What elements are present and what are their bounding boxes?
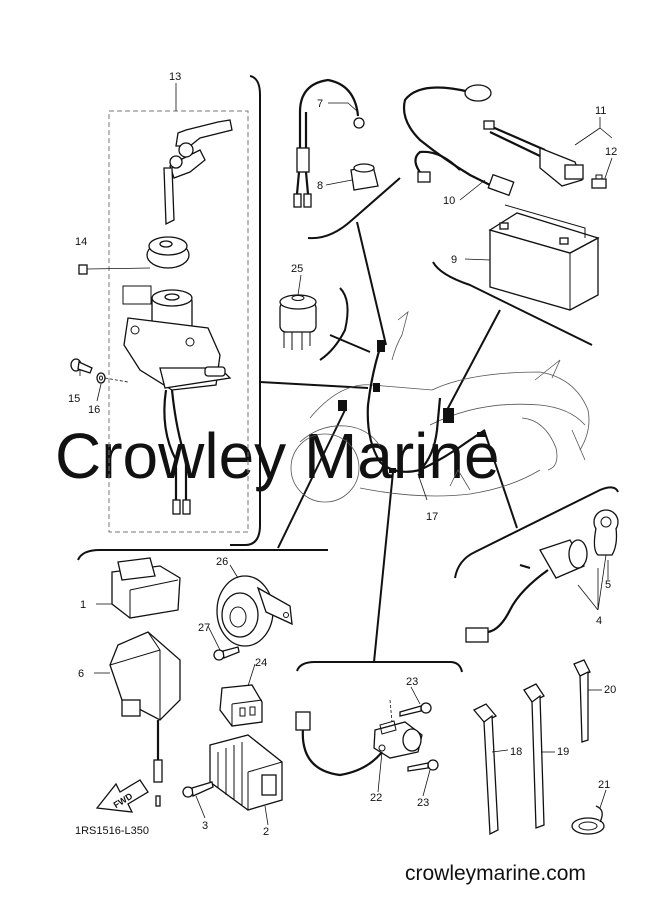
group-bracket-starter [454,486,619,579]
leader-starter [483,429,518,529]
label-part-27: 27 [198,622,210,634]
battery-position-marker [443,408,454,423]
screw-27 [213,646,240,661]
label-part-14: 14 [75,236,87,248]
leader-main-switch [259,381,369,389]
bolt-23b [407,759,439,772]
label-part-6: 6 [78,668,84,680]
leader-flasher [329,334,371,353]
flasher-relay-25 [279,294,317,350]
relay-24 [219,684,263,727]
group-bracket-relay [307,177,401,240]
group-bracket-sensor [296,661,463,673]
bolt-15 [70,358,93,374]
label-part-23b: 23 [417,797,429,809]
label-part-15: 15 [68,393,80,405]
group-bracket-flasher [319,287,349,361]
bolt-23a [399,702,432,717]
wire-harness [366,344,442,473]
leader-dash-switch [104,377,129,383]
clamp-21 [571,805,605,835]
label-part-3: 3 [202,820,208,832]
label-part-20: 20 [604,684,616,696]
label-part-10: 10 [443,195,455,207]
connector-cap-8 [350,163,379,191]
label-part-24: 24 [255,657,267,669]
label-part-9: 9 [451,254,457,266]
label-part-12: 12 [605,146,617,158]
label-part-18: 18 [510,746,522,758]
label-part-21: 21 [598,779,610,791]
starter-relay-4 [465,539,588,643]
label-part-8: 8 [317,180,323,192]
main-switch-keys [163,119,233,226]
battery-lead-10 [402,84,515,197]
label-leaders [79,83,613,826]
label-part-26: 26 [216,556,228,568]
label-part-13: 13 [169,71,181,83]
label-part-16: 16 [88,404,100,416]
label-part-2: 2 [263,826,269,838]
label-part-22: 22 [370,792,382,804]
sensor-22 [295,711,423,777]
watermark: Crowley Marine [55,420,500,492]
rectifier-regulator-2 [209,734,283,811]
label-part-19: 19 [557,746,569,758]
washer-16 [96,372,106,384]
harness-connector [389,468,396,473]
harness-connector [373,383,380,392]
fwd-arrow: FWD [95,779,149,813]
ignition-cylinder [146,236,190,269]
leader-ecu [277,409,346,549]
cable-tie-20 [573,659,591,743]
label-part-5: 5 [605,579,611,591]
battery-9 [488,204,600,311]
fuse-holder-11 [483,120,584,187]
leader-relay [356,221,387,346]
ecu-6 [109,631,181,807]
label-part-11: 11 [595,105,606,117]
wire-harness-branch [419,429,486,471]
main-switch-body [123,289,232,515]
label-part-4: 4 [596,615,602,627]
bolt-3 [182,781,214,798]
group-bracket-main-switch [230,75,261,546]
harness-connector [338,400,347,411]
leader-sensor [373,471,394,663]
label-placeholder [122,285,152,305]
relay-unit-1 [111,557,181,619]
label-part-7: 7 [317,98,323,110]
harness-connector [377,340,385,352]
rubber-band-5 [593,509,619,556]
label-part-17: 17 [426,511,438,523]
diagram-reference-code: 1RS1516-L350 [75,825,149,837]
horn-26 [216,575,293,647]
bolt-14 [78,264,151,275]
group-bracket-battery [432,261,593,346]
wire-lead-7 [293,78,365,208]
cable-tie-19 [523,683,545,829]
harness-connector [477,432,486,437]
leader-dash-sensor [389,699,393,723]
leader-battery [446,309,501,411]
cable-tie-18 [472,703,499,836]
fuse-12 [591,174,607,189]
footer-website: crowleymarine.com [405,862,586,885]
group-bracket-ecu [77,549,328,561]
motorcycle-outline [290,310,590,503]
label-part-23a: 23 [406,676,418,688]
label-part-1: 1 [80,599,86,611]
label-part-25: 25 [291,263,303,275]
